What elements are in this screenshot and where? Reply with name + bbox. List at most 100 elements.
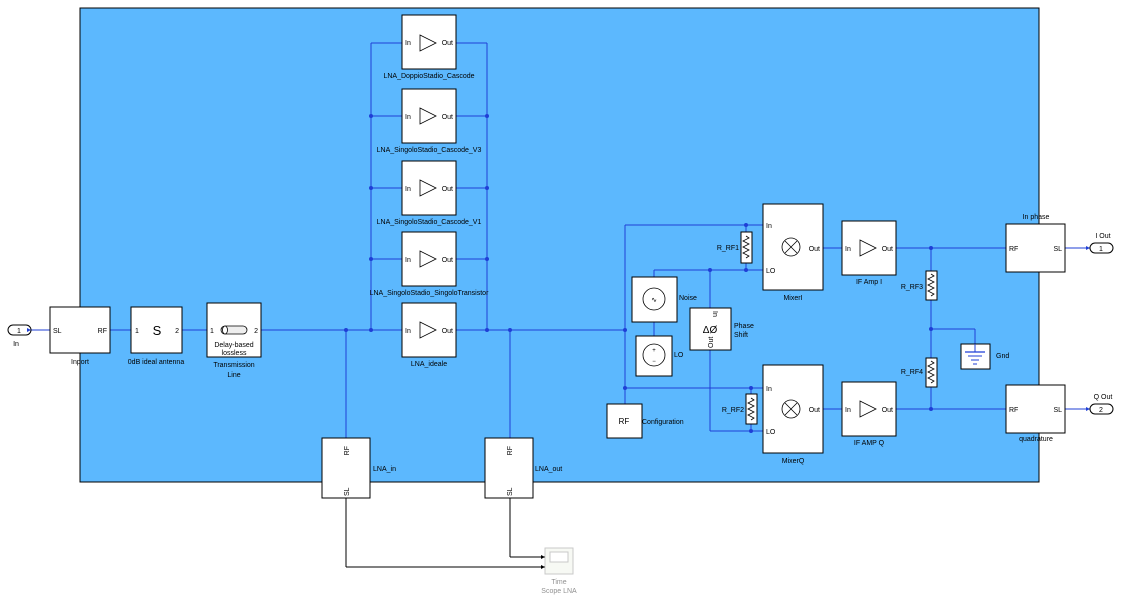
lna-in-port: In	[405, 328, 411, 335]
antenna-label: 0dB ideal antenna	[128, 359, 185, 366]
phase-label-1: Phase	[734, 323, 754, 330]
configuration-block[interactable]: RF Configuration	[606, 403, 684, 439]
inport-in[interactable]: 1 In	[7, 324, 32, 348]
if-amp-i-label: IF Amp I	[856, 279, 882, 286]
lna-in-port: In	[405, 186, 411, 193]
voltage-source-icon	[642, 343, 666, 367]
inphase-block[interactable]: RF SL In phase	[1005, 214, 1066, 273]
lna-in-probe-block[interactable]: RF SL LNA_in	[321, 437, 396, 499]
quadrature-block[interactable]: RF SL quadrature	[1005, 384, 1066, 443]
mixer-i-label: MixerI	[783, 295, 802, 302]
tline-out-port: 2	[254, 328, 258, 335]
if-amp-i-out-port: Out	[882, 246, 893, 253]
amplifier-icon	[419, 107, 437, 125]
noise-block[interactable]: ∿ Noise	[631, 276, 697, 323]
lna-in-port: In	[405, 40, 411, 47]
if-amp-i-block[interactable]: In Out IF Amp I	[841, 220, 897, 286]
mixer-q-block[interactable]: In LO Out MixerQ	[762, 364, 824, 465]
mixer-q-in-port: In	[766, 386, 772, 393]
lna-v3-block[interactable]: In Out LNA_SingoloStadio_Cascode_V3	[377, 88, 482, 154]
mixer-icon	[781, 237, 801, 257]
quadrature-out-port: SL	[1053, 407, 1062, 414]
lna-in-sl-port: SL	[344, 487, 351, 496]
lna-out-port: Out	[442, 328, 453, 335]
lna-out-sl-port: SL	[507, 487, 514, 496]
signal-wires	[31, 42, 1090, 438]
resistor-icon	[747, 397, 755, 421]
lna-in-port: In	[405, 114, 411, 121]
inphase-in-port: RF	[1009, 246, 1018, 253]
antenna-block[interactable]: 1 2 S 0dB ideal antenna	[128, 306, 185, 366]
minus-glyph: −	[652, 359, 656, 365]
configuration-label: Configuration	[642, 419, 684, 426]
phase-label-2: Shift	[734, 332, 748, 339]
r-rf4-resistor[interactable]: R_RF4	[901, 357, 938, 388]
time-scope-block[interactable]: Time Scope LNA	[541, 547, 577, 595]
amplifier-icon	[859, 400, 877, 418]
quadrature-label: quadrature	[1019, 436, 1053, 443]
quadrature-in-port: RF	[1009, 407, 1018, 414]
mixer-q-lo-port: LO	[766, 429, 776, 436]
transmission-line-block[interactable]: 1 2 Delay-based lossless Transmission Li…	[206, 302, 262, 379]
junction-dots	[344, 114, 933, 433]
if-amp-q-out-port: Out	[882, 407, 893, 414]
lna-doppio-block[interactable]: In Out LNA_DoppioStadio_Cascode	[383, 14, 475, 80]
r-rf1-label: R_RF1	[717, 245, 739, 252]
inport-block[interactable]: SL RF Inport	[49, 306, 111, 366]
mixer-q-label: MixerQ	[782, 458, 805, 465]
if-amp-i-in-port: In	[845, 246, 851, 253]
scope-label-1: Time	[551, 579, 566, 586]
tline-label-2: lossless	[222, 350, 247, 357]
outport-i-out[interactable]: 1 I Out	[1086, 233, 1114, 254]
outport-q-out[interactable]: 2 Q Out	[1086, 394, 1114, 415]
lna-in-rf-port: RF	[344, 446, 351, 455]
lna-doppio-label: LNA_DoppioStadio_Cascode	[383, 73, 474, 80]
noise-glyph: ∿	[651, 297, 657, 304]
resistor-icon	[927, 273, 935, 297]
mixer-icon	[781, 399, 801, 419]
gnd-label: Gnd	[996, 353, 1009, 360]
if-amp-q-block[interactable]: In Out IF AMP Q	[841, 381, 897, 447]
r-rf3-resistor[interactable]: R_RF3	[901, 270, 938, 301]
amplifier-icon	[419, 250, 437, 268]
phase-in-port: In	[711, 311, 718, 317]
gnd-block[interactable]: Gnd	[960, 343, 1009, 370]
r-rf4-label: R_RF4	[901, 369, 923, 376]
resistor-icon	[742, 235, 750, 259]
lna-v1-label: LNA_SingoloStadio_Cascode_V1	[377, 219, 482, 226]
lna-v1-block[interactable]: In Out LNA_SingoloStadio_Cascode_V1	[377, 160, 482, 226]
inphase-out-port: SL	[1053, 246, 1062, 253]
lna-ideale-block[interactable]: In Out LNA_ideale	[401, 302, 457, 368]
r-rf1-resistor[interactable]: R_RF1	[717, 231, 753, 264]
antenna-in-port: 1	[135, 328, 139, 335]
lna-v3-label: LNA_SingoloStadio_Cascode_V3	[377, 147, 482, 154]
noise-source-icon	[642, 287, 666, 311]
inport-block-in-port: SL	[53, 328, 62, 335]
lna-out-label: LNA_out	[535, 466, 562, 473]
mixer-i-lo-port: LO	[766, 268, 776, 275]
tline-in-port: 1	[210, 328, 214, 335]
antenna-icon: S	[153, 323, 162, 338]
lna-out-port: Out	[442, 40, 453, 47]
if-amp-q-label: IF AMP Q	[854, 440, 885, 447]
lo-block[interactable]: + − LO	[635, 335, 684, 377]
antenna-out-port: 2	[175, 328, 179, 335]
scope-icon	[549, 551, 569, 563]
scope-wires	[345, 498, 545, 569]
phase-shift-block[interactable]: ΔØ In Out Phase Shift	[689, 307, 754, 351]
inphase-label: In phase	[1023, 214, 1050, 221]
inport-label: In	[13, 341, 19, 348]
r-rf2-resistor[interactable]: R_RF2	[722, 393, 758, 425]
if-amp-q-in-port: In	[845, 407, 851, 414]
lna-transistor-block[interactable]: In Out LNA_SingoloStadio_SingoloTransist…	[370, 231, 489, 297]
amplifier-icon	[419, 321, 437, 339]
inport-number: 1	[17, 328, 21, 335]
tline-label-3: Transmission	[213, 362, 254, 369]
lna-out-probe-block[interactable]: RF SL LNA_out	[484, 437, 562, 499]
noise-label: Noise	[679, 295, 697, 302]
lo-label: LO	[674, 352, 684, 359]
lna-in-port: In	[405, 257, 411, 264]
lna-in-label: LNA_in	[373, 466, 396, 473]
mixer-i-block[interactable]: In LO Out MixerI	[762, 203, 824, 302]
